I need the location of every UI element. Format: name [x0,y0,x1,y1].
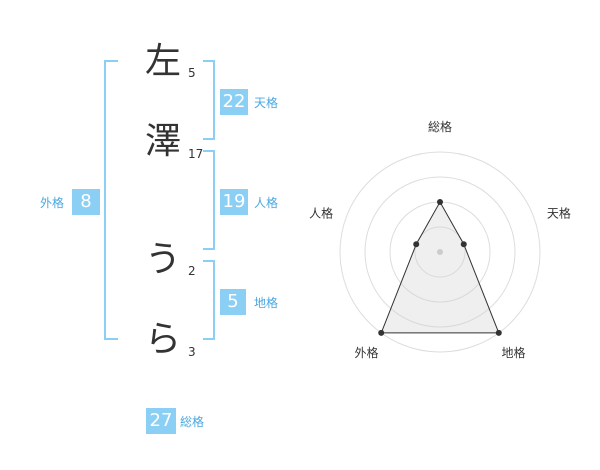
jinkaku-label: 人格 [254,196,279,210]
name-char-1: 左 [144,41,181,82]
chikaku-label: 地格 [254,296,279,310]
soukaku-label: 総格 [180,415,205,429]
radar-axis-label-4: 外格 [355,345,379,360]
gaikaku-value: 8 [72,189,100,215]
name-char-2: 澤 [144,121,181,162]
chikaku-value: 5 [220,289,246,315]
stroke-count-4: 3 [188,345,196,359]
tenkaku-label: 天格 [254,96,279,110]
radar-ring-3 [364,176,516,328]
stroke-count-2: 17 [188,147,204,161]
tenkaku-value: 22 [220,89,248,115]
name-char-4: ら [144,319,181,360]
name-char-3: う [144,239,181,280]
radar-point-5 [413,241,420,248]
radar-axis-label-5: 人格 [309,205,333,220]
gaikaku-label: 外格 [40,196,65,210]
radar-axis-label-2: 天格 [547,205,571,220]
jinkaku-bracket [203,150,215,250]
radar-data-polygon [380,200,500,334]
radar-center-point [437,249,443,255]
radar-axis-label-1: 総格 [428,119,452,134]
stroke-count-3: 2 [188,264,196,278]
stroke-count-1: 5 [188,66,196,80]
chikaku-bracket [203,260,215,340]
radar-point-3 [495,329,502,336]
radar-point-2 [460,241,467,248]
jinkaku-value: 19 [220,189,248,215]
radar-axis-label-3: 地格 [501,345,525,360]
tenkaku-bracket [203,60,215,140]
radar-point-4 [378,329,385,336]
radar-ring-1 [414,226,466,278]
soukaku-value: 27 [146,408,176,434]
radar-ring-4 [339,151,541,353]
gaikaku-bracket [104,60,118,340]
radar-point-1 [437,199,443,205]
